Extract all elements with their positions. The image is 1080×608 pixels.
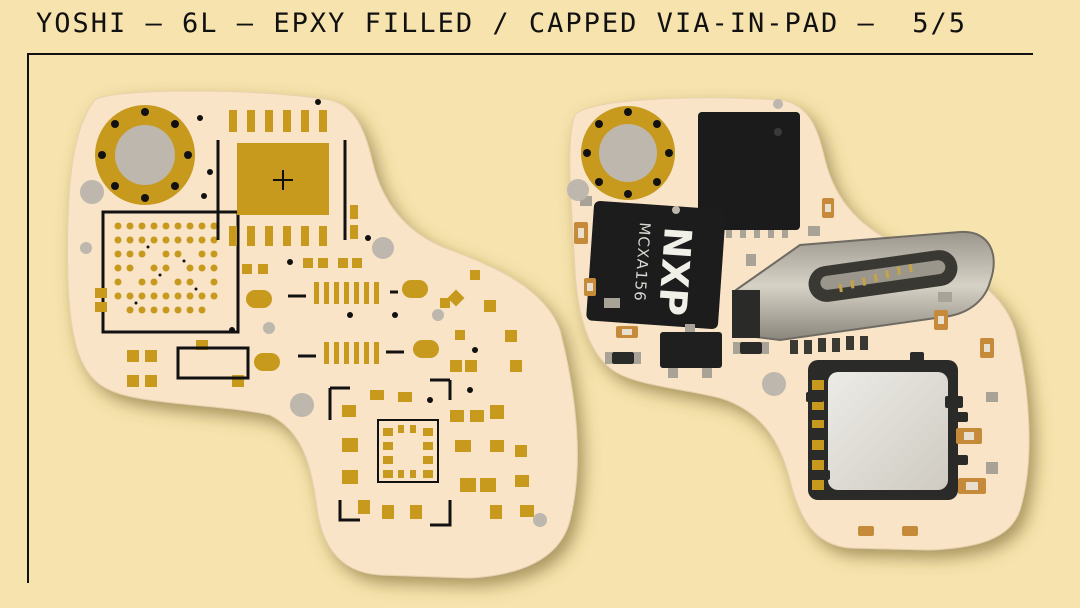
holes-left: [80, 180, 547, 527]
oval-pads: [246, 280, 444, 371]
mcu-chip: NXP MCXA156: [586, 200, 726, 330]
chip-brand-label: NXP: [650, 225, 700, 317]
soic-pad-row-1: [314, 282, 379, 364]
holes-right: [567, 99, 786, 396]
vias-left: [197, 99, 478, 403]
crystal-outline: [176, 346, 250, 380]
smd-passives-right: [574, 196, 998, 536]
board-left: [67, 90, 578, 579]
passive-pads-lower: [342, 270, 534, 519]
frame-top-rule: [27, 53, 1033, 55]
small-qfn-footprint: [328, 378, 452, 527]
mounting-hole-right: [581, 106, 675, 200]
sot23-transistor: [660, 324, 722, 378]
chip-part-label: MCXA156: [630, 222, 654, 303]
mounting-hole-left: [95, 105, 195, 205]
shielded-module: [808, 360, 958, 500]
passive-pads-left: [95, 205, 362, 387]
usb-c-connector: [732, 230, 995, 354]
frame-left-rule: [27, 53, 29, 583]
silk-marks-left: [288, 290, 404, 358]
qfn-footprint: [216, 110, 347, 246]
board-right: NXP MCXA156: [567, 97, 1030, 551]
bga-footprint: [101, 210, 240, 334]
page-title: YOSHI – 6L – EPXY FILLED / CAPPED VIA-IN…: [36, 8, 968, 39]
